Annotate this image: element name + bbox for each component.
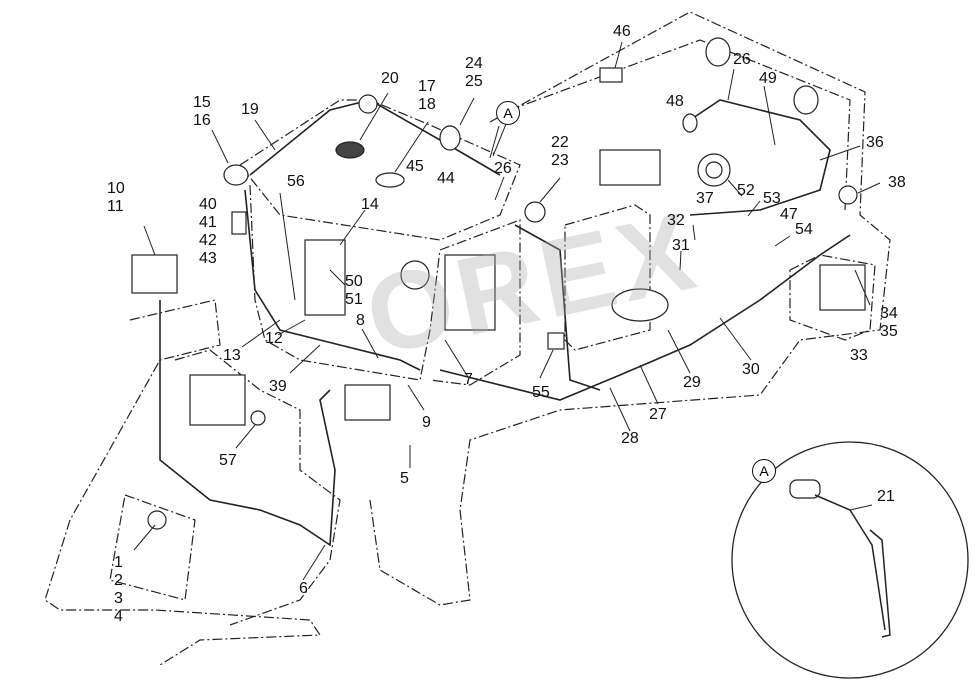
detail-a-wiper-blade	[869, 529, 891, 638]
detail-a-title: A	[752, 459, 776, 483]
callout-54: 54	[795, 221, 813, 238]
callout-49: 49	[759, 70, 777, 87]
harness-roof	[249, 99, 501, 176]
cab-front	[249, 184, 441, 381]
callout-39: 39	[269, 378, 287, 395]
switch-1-4	[147, 510, 167, 530]
lamp-rear-left	[705, 37, 731, 67]
component-5-box	[344, 384, 391, 421]
callout-8: 8	[356, 312, 365, 329]
detail-a-arrow	[492, 123, 507, 157]
detail-a-wiper-arm	[814, 494, 886, 631]
lamp-48	[682, 113, 698, 133]
callout-56: 56	[287, 173, 305, 190]
battery-box-33	[789, 254, 876, 341]
detail-a-leader	[849, 504, 873, 511]
speaker-20	[335, 141, 365, 159]
callout-48: 48	[666, 93, 684, 110]
callout-14: 14	[361, 196, 379, 213]
lamp-20	[358, 94, 378, 114]
harness-front	[159, 300, 336, 547]
lamp-57	[250, 410, 266, 426]
hatch-17-18	[375, 172, 405, 188]
harness-rear	[439, 234, 851, 401]
harness-mid	[514, 224, 601, 391]
cab-roof	[239, 99, 521, 241]
callout-45: 45	[406, 158, 424, 175]
callout-19: 19	[241, 101, 259, 118]
callout-38: 38	[888, 174, 906, 191]
callout-9: 9	[422, 414, 431, 431]
battery-left	[599, 149, 661, 186]
cab-door	[429, 219, 521, 386]
callout-31: 31	[672, 237, 690, 254]
leader-lines	[133, 41, 881, 581]
callout-5: 5	[400, 470, 409, 487]
callout-13: 13	[223, 347, 241, 364]
callout-37: 37	[696, 190, 714, 207]
battery-box-right	[564, 204, 651, 351]
callout-26-mid: 26	[494, 160, 512, 177]
lamp-22-23	[524, 201, 546, 223]
rear-body-outline	[369, 11, 891, 606]
alternator-37-52	[697, 153, 731, 187]
detail-a-circle	[731, 441, 969, 679]
callout-21: 21	[877, 488, 895, 505]
mount-left	[189, 374, 246, 426]
callout-30: 30	[742, 361, 760, 378]
cab-window	[444, 254, 496, 331]
callout-26-rear: 26	[733, 51, 751, 68]
relay-40-43	[231, 211, 247, 235]
callout-28: 28	[621, 430, 639, 447]
lamp-38	[838, 185, 858, 205]
component-10-11-box	[131, 254, 178, 294]
detail-a-marker: A	[496, 101, 520, 125]
lamp-rear-right	[793, 85, 819, 115]
front-plate	[109, 494, 196, 601]
callout-12: 12	[265, 330, 283, 347]
callout-29: 29	[683, 374, 701, 391]
callout-52: 52	[737, 182, 755, 199]
lamp-15-16	[223, 164, 249, 186]
callout-44: 44	[437, 170, 455, 187]
front-frame-inner	[174, 349, 341, 626]
harness-rear-top	[689, 99, 831, 216]
callout-7: 7	[464, 371, 473, 388]
detail-a-lamp	[789, 479, 821, 499]
callout-47: 47	[780, 206, 798, 223]
alternator-inner	[705, 161, 723, 179]
beacon-24-25	[439, 125, 461, 151]
front-frame-outline	[44, 299, 322, 666]
callout-57: 57	[219, 452, 237, 469]
callout-20: 20	[381, 70, 399, 87]
rear-deck-edge	[509, 39, 851, 211]
callout-55: 55	[532, 384, 550, 401]
lamp-front-left	[400, 260, 430, 290]
callout-46: 46	[613, 23, 631, 40]
callout-27: 27	[649, 406, 667, 423]
callout-33: 33	[850, 347, 868, 364]
panel-56	[304, 239, 346, 316]
starter-29	[611, 288, 669, 322]
box-55	[547, 332, 565, 350]
callout-36: 36	[866, 134, 884, 151]
callout-6: 6	[299, 580, 308, 597]
battery-33	[819, 264, 866, 311]
callout-32: 32	[667, 212, 685, 229]
harness-cab	[244, 189, 421, 371]
callout-53: 53	[763, 190, 781, 207]
box-46	[599, 67, 623, 83]
